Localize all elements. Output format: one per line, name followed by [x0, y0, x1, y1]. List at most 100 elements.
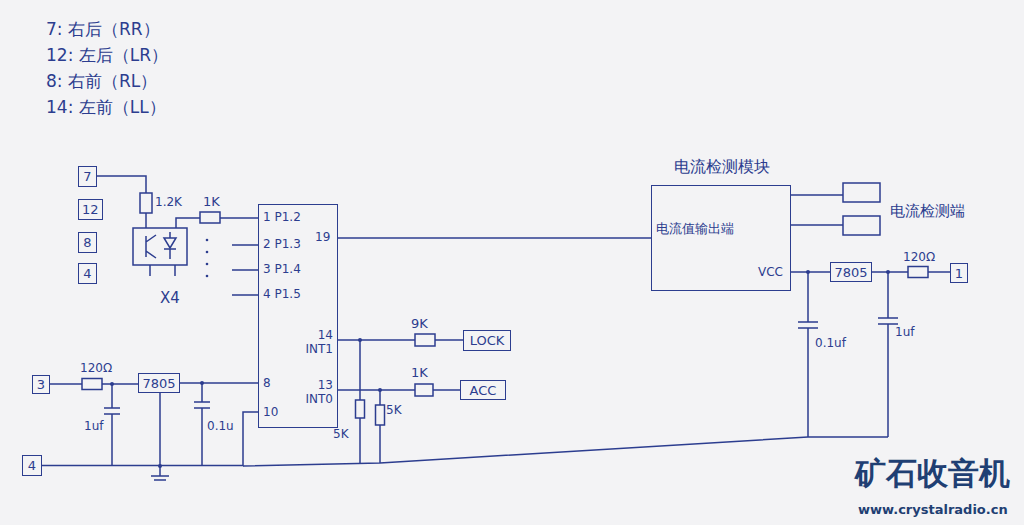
- port-label: VCC: [758, 266, 783, 280]
- terminal-label: 电流检测端: [890, 203, 965, 220]
- note-text: 14: 左前（LL）: [46, 98, 166, 118]
- multiplier-note: X4: [160, 290, 180, 307]
- resistor-value: 1K: [203, 195, 220, 210]
- ground-symbol: [151, 466, 169, 480]
- pin-label: 4 P1.5: [263, 288, 301, 302]
- capacitor-value: 0.1uf: [815, 337, 846, 351]
- wire: [433, 389, 463, 391]
- mcu-chip: 1 P1.2 2 P1.3 3 P1.4 4 P1.5 19 14 INT1 13 INT0…: [258, 204, 338, 428]
- box-label: 1: [955, 266, 963, 281]
- capacitor-symbol: [798, 272, 818, 437]
- box-label: 4: [28, 458, 36, 473]
- wire: [379, 390, 381, 405]
- terminal-box: 8: [78, 232, 97, 253]
- resistor-value: 1.2K: [155, 196, 182, 210]
- wire-connector: [791, 271, 830, 273]
- terminal-box: 4: [78, 263, 97, 284]
- wire: [435, 339, 466, 341]
- resistor-symbol: [415, 384, 433, 396]
- led-symbol: [164, 238, 176, 248]
- capacitor-symbol: [104, 384, 120, 466]
- wire: [337, 339, 415, 341]
- ellipsis-dot: [206, 251, 209, 254]
- resistor-symbol: [200, 212, 220, 223]
- input-box: ACC: [460, 380, 506, 400]
- wire: [379, 425, 381, 463]
- pin-label: 13 INT0: [299, 379, 333, 407]
- resistor-symbol: [376, 405, 385, 425]
- sense-terminal-symbol: [843, 183, 880, 202]
- capacitor-value: 1uf: [895, 326, 914, 340]
- terminal-box: 1: [950, 263, 968, 283]
- resistor-value: 120Ω: [80, 362, 112, 376]
- box-label: 3: [37, 377, 45, 392]
- capacitor-value: 1uf: [84, 420, 103, 434]
- pin-label: 14 INT1: [299, 329, 333, 357]
- wire: [337, 389, 415, 391]
- wire: [788, 195, 843, 225]
- wire: [90, 176, 146, 193]
- box-label: 7805: [142, 376, 175, 391]
- wire: [220, 217, 258, 219]
- pin-label: 2 P1.3: [263, 238, 301, 252]
- pin-lead: [232, 245, 258, 295]
- ellipsis-dot: [206, 275, 209, 278]
- pin-label: 8: [263, 377, 271, 391]
- regulator-box: 7805: [830, 262, 872, 282]
- capacitor-value: 0.1u: [207, 420, 234, 434]
- ellipsis-dot: [206, 239, 209, 242]
- sense-terminal-symbol: [843, 216, 880, 235]
- ground-bus: [243, 437, 888, 466]
- optocoupler-symbol: [133, 228, 187, 265]
- box-label: 8: [83, 235, 91, 250]
- module-title: 电流检测模块: [674, 158, 770, 176]
- watermark: 矿石收音机: [855, 456, 1010, 492]
- wire: [359, 418, 361, 463]
- port-label: 电流值输出端: [656, 222, 734, 237]
- wire: [102, 383, 142, 385]
- resistor-value: 120Ω: [903, 251, 935, 265]
- wire: [145, 213, 147, 228]
- pin-label: 3 P1.4: [263, 263, 301, 277]
- note-text: 12: 左后（LR）: [46, 46, 168, 66]
- resistor-symbol: [82, 379, 102, 390]
- terminal-box: 12: [78, 199, 103, 220]
- note-text: 7: 右后（RR）: [46, 20, 160, 40]
- input-box: LOCK: [463, 330, 511, 351]
- terminal-box: 7: [78, 166, 97, 187]
- wire: [159, 390, 161, 466]
- capacitor-symbol: [878, 272, 898, 437]
- terminal-box: 4: [22, 455, 42, 476]
- box-label: ACC: [470, 383, 497, 398]
- box-label: 7805: [834, 265, 867, 280]
- current-sense-module: 电流检测模块电流值输出端VCC: [651, 185, 791, 291]
- pin-label: 10: [263, 406, 278, 420]
- regulator-box: 7805: [138, 373, 180, 393]
- resistor-symbol: [140, 193, 152, 213]
- box-label: 12: [82, 202, 99, 217]
- ellipsis-dot: [206, 263, 209, 266]
- resistor-value: 1K: [411, 366, 428, 381]
- resistor-symbol: [415, 334, 435, 346]
- resistor-symbol: [356, 400, 365, 418]
- box-label: 7: [83, 169, 91, 184]
- resistor-value: 5K: [333, 428, 349, 442]
- resistor-symbol: [908, 267, 928, 278]
- wire: [176, 218, 200, 228]
- resistor-value: 9K: [411, 317, 428, 332]
- wire-connector: [338, 237, 651, 239]
- pin-label: 19: [315, 231, 330, 245]
- note-text: 8: 右前（RL）: [46, 72, 157, 92]
- pin-label: 1 P1.2: [263, 211, 301, 225]
- led-symbol: [164, 232, 176, 259]
- phototransistor-symbol: [146, 235, 156, 258]
- wire-connector: [42, 412, 258, 466]
- wire: [46, 383, 82, 385]
- terminal-box: 3: [32, 375, 50, 394]
- box-label: 4: [83, 266, 91, 281]
- wire: [150, 265, 175, 276]
- box-label: LOCK: [470, 333, 505, 348]
- watermark: www.crystalradio.cn: [858, 503, 1008, 518]
- wire: [359, 340, 361, 400]
